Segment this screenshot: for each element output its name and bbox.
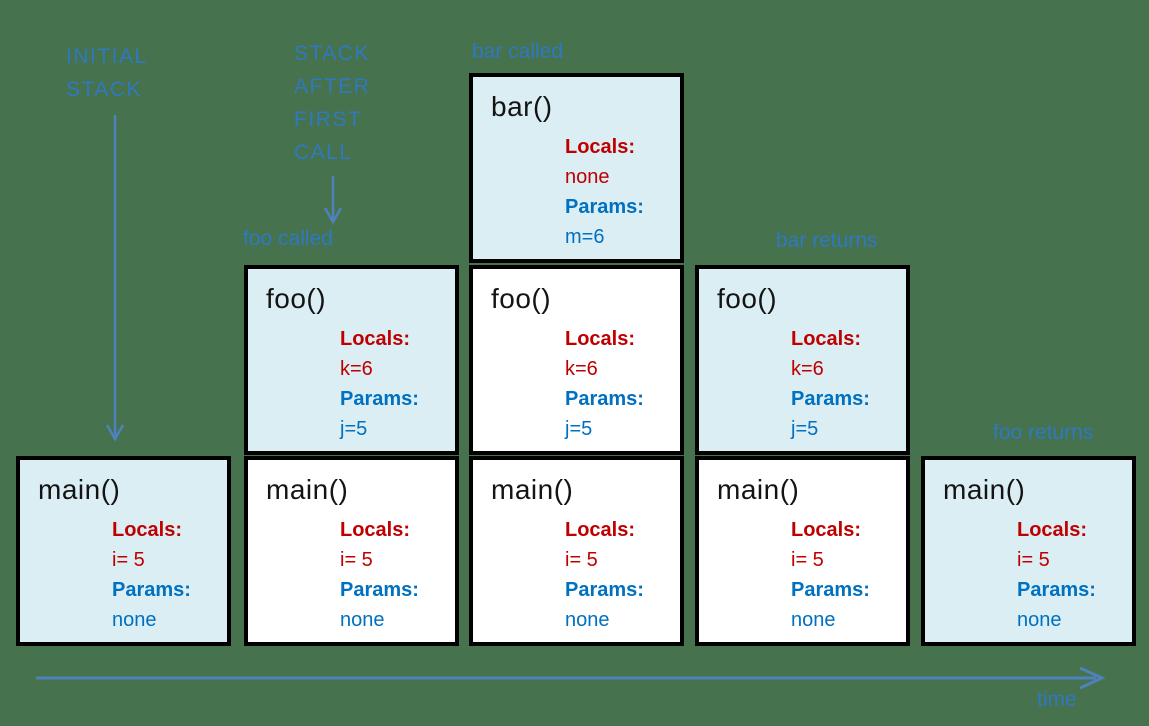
params-label: Params: [565,196,644,218]
frame-title: foo() [491,283,552,314]
label-stack-after-first-call: STACK AFTER FIRST CALL [294,37,370,169]
frame-bar-called: bar() Locals: none Params: m=6 [469,73,684,263]
locals-value: k=6 [791,358,824,380]
params-value: none [112,609,157,631]
params-value: none [565,609,610,631]
params-value: none [340,609,385,631]
label-time-axis: time [1037,688,1077,711]
locals-value: i= 5 [1017,549,1050,571]
params-label: Params: [565,388,644,410]
locals-label: Locals: [565,328,636,350]
frame-title: foo() [717,283,778,314]
frame-main-foo-returns: main() Locals: i= 5 Params: none [921,456,1136,646]
frame-title: main() [38,474,121,505]
label-foo-returns: foo returns [993,421,1094,444]
frame-foo-bar-returns: foo() Locals: k=6 Params: j=5 [695,265,910,455]
label-bar-returns: bar returns [776,229,878,252]
label-stack-after-line2: AFTER [294,75,371,98]
locals-label: Locals: [340,519,411,541]
frame-title: main() [943,474,1026,505]
params-value: j=5 [565,418,593,440]
frame-foo-bar-called: foo() Locals: k=6 Params: j=5 [469,265,684,455]
frame-title: main() [717,474,800,505]
locals-value: none [565,166,610,188]
label-stack-after-line4: CALL [294,141,353,164]
time-axis-arrow-icon [36,666,1106,690]
label-initial-stack-line2: STACK [66,78,142,101]
label-stack-after-line1: STACK [294,42,370,65]
params-label: Params: [791,579,870,601]
locals-label: Locals: [340,328,411,350]
locals-label: Locals: [791,519,862,541]
params-value: m=6 [565,226,605,248]
params-value: none [791,609,836,631]
locals-value: i= 5 [340,549,373,571]
frame-title: bar() [491,91,553,122]
locals-value: i= 5 [565,549,598,571]
locals-label: Locals: [791,328,862,350]
params-value: j=5 [791,418,819,440]
params-value: none [1017,609,1062,631]
label-initial-stack: INITIAL STACK [66,40,148,106]
frame-main-after-first-call: main() Locals: i= 5 Params: none [244,456,459,646]
frame-title: main() [491,474,574,505]
down-arrow-initial-stack-icon [105,115,125,442]
locals-value: i= 5 [112,549,145,571]
frame-title: main() [266,474,349,505]
locals-value: k=6 [565,358,598,380]
params-label: Params: [1017,579,1096,601]
label-initial-stack-line1: INITIAL [66,45,148,68]
frame-title: foo() [266,283,327,314]
frame-main-bar-returns: main() Locals: i= 5 Params: none [695,456,910,646]
params-label: Params: [565,579,644,601]
locals-value: i= 5 [791,549,824,571]
frame-main-initial: main() Locals: i= 5 Params: none [16,456,231,646]
locals-label: Locals: [565,519,636,541]
params-label: Params: [340,388,419,410]
label-foo-called: foo called [243,227,333,250]
params-label: Params: [791,388,870,410]
locals-label: Locals: [112,519,183,541]
frame-main-bar-called: main() Locals: i= 5 Params: none [469,456,684,646]
down-arrow-stack-after-icon [323,176,343,225]
locals-label: Locals: [565,136,636,158]
label-stack-after-line3: FIRST [294,108,363,131]
locals-value: k=6 [340,358,373,380]
params-label: Params: [112,579,191,601]
params-label: Params: [340,579,419,601]
label-bar-called: bar called [472,40,564,63]
locals-label: Locals: [1017,519,1088,541]
frame-foo-after-first-call: foo() Locals: k=6 Params: j=5 [244,265,459,455]
params-value: j=5 [340,418,368,440]
